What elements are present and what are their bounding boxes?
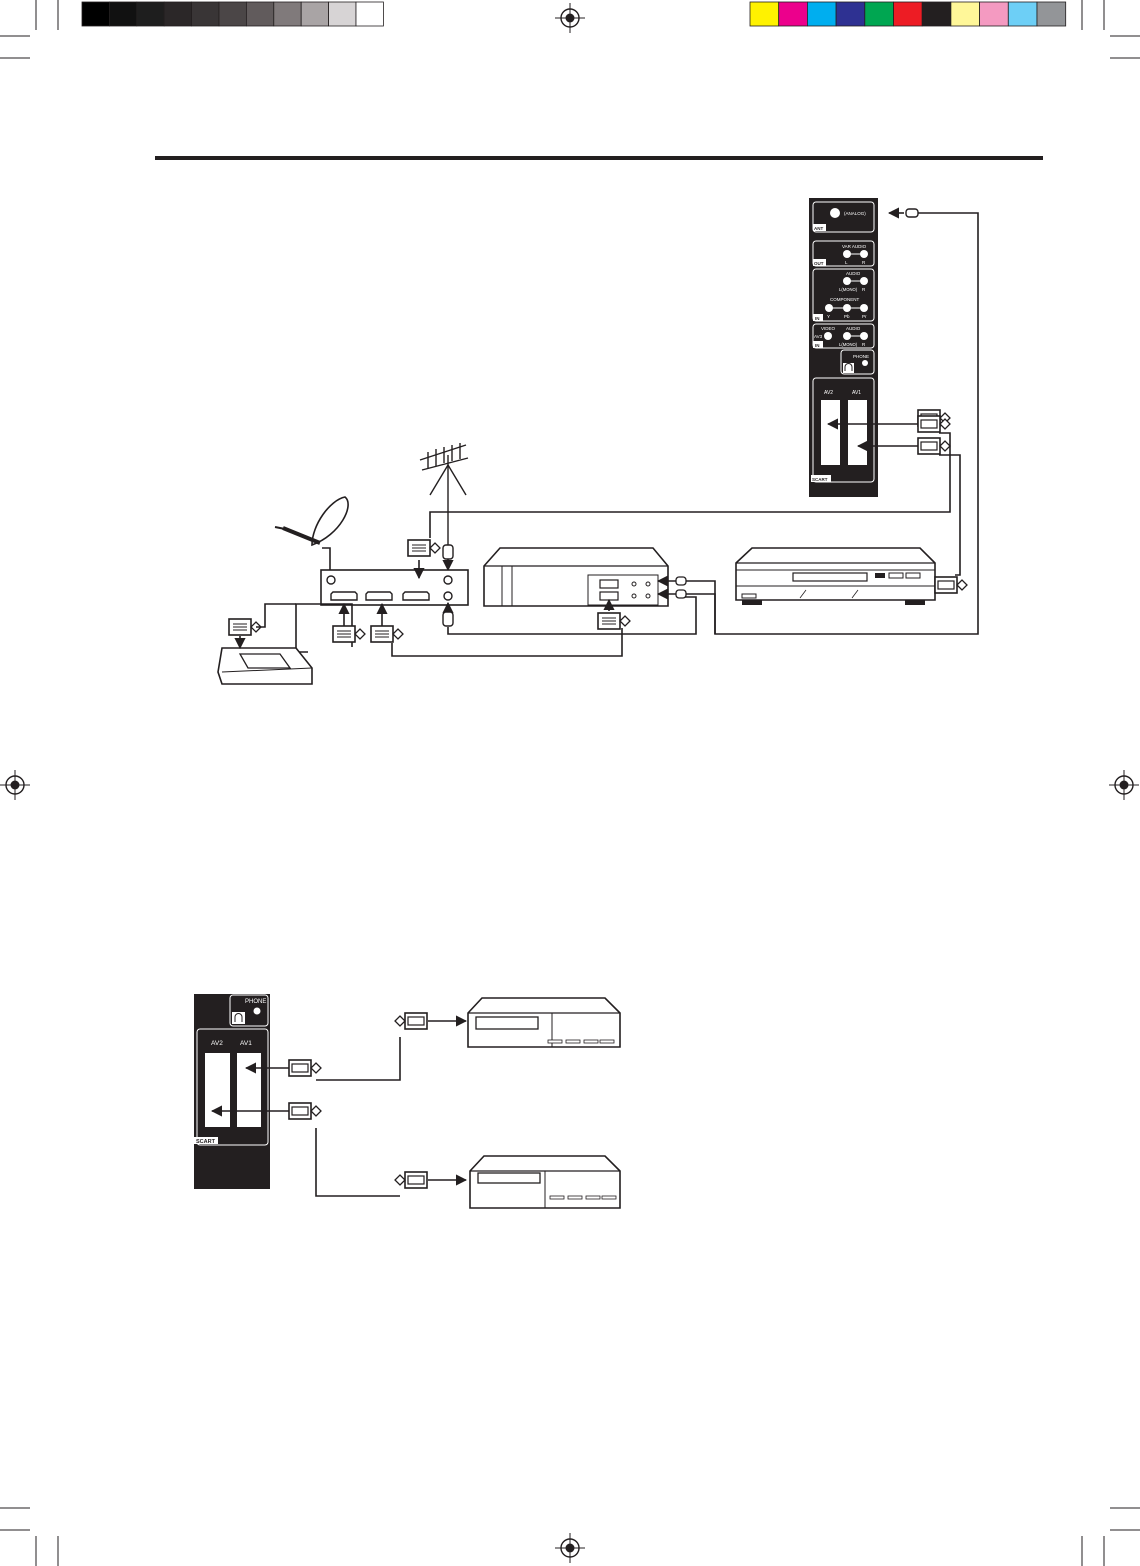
- rf-plug-icon: [443, 545, 453, 559]
- color-swatch: [109, 2, 136, 26]
- av2-scart-socket[interactable]: [821, 400, 840, 465]
- satellite-receiver: [321, 570, 468, 605]
- av1-scart-socket-bottom[interactable]: [237, 1053, 261, 1127]
- pb-label: Pb: [844, 314, 850, 319]
- scart-plug-icon: [395, 1013, 427, 1029]
- av2-scart-socket-bottom[interactable]: [205, 1053, 230, 1127]
- color-swatch: [750, 2, 779, 26]
- phone-label-bottom: PHONE: [245, 999, 266, 1005]
- color-calibration-bar: [750, 2, 1066, 26]
- scart-plug-icon: [289, 1103, 321, 1119]
- var-audio-label: VAR AUDIO: [842, 244, 867, 249]
- audio-lmono-label: L(MONO): [839, 287, 858, 292]
- audio-label: AUDIO: [846, 271, 861, 276]
- av2-label-bottom: AV2: [211, 1040, 223, 1047]
- rf-plug-icon: [676, 590, 686, 598]
- pr-label: Pr: [862, 314, 867, 319]
- color-swatch: [246, 2, 273, 26]
- color-swatch: [164, 2, 191, 26]
- component-label: COMPONENT: [830, 297, 860, 302]
- color-swatch: [1008, 2, 1037, 26]
- ant-label: ANT: [814, 226, 823, 231]
- video-label: VIDEO: [821, 326, 836, 331]
- color-swatch: [192, 2, 219, 26]
- decoder-icon: [218, 648, 312, 684]
- color-swatch: [219, 2, 246, 26]
- tv-rear-panel: (ANALOG) ANT VAR AUDIO L R OUT AUDIO L(M…: [809, 198, 878, 497]
- color-swatch: [951, 2, 980, 26]
- rf-plug-icon: [906, 209, 918, 217]
- tv-rear-panel-bottom: PHONE AV2 AV1 SCART: [194, 994, 270, 1189]
- color-swatch: [980, 2, 1009, 26]
- rf-plug-icon: [443, 612, 453, 626]
- antenna-icon: [420, 443, 468, 545]
- av3-label: AV3: [814, 334, 823, 339]
- color-swatch: [82, 2, 109, 26]
- color-swatch: [836, 2, 865, 26]
- color-swatch: [922, 2, 951, 26]
- satellite-dish-icon: [275, 497, 348, 573]
- scart-plug-icon: [333, 626, 365, 642]
- scart-plug-icon: [289, 1060, 321, 1076]
- color-swatch: [274, 2, 301, 26]
- color-swatch: [807, 2, 836, 26]
- scart-plug-icon: [918, 416, 950, 432]
- color-swatch: [894, 2, 923, 26]
- registration-mark-icon: [1109, 770, 1139, 800]
- scart-plug-icon: [598, 613, 630, 629]
- scart-plug-icon: [918, 438, 950, 454]
- av1-label: AV1: [852, 390, 861, 396]
- scart-plug-icon: [371, 626, 403, 642]
- av3-in-label: IN: [815, 343, 820, 348]
- color-swatch: [779, 2, 808, 26]
- av3-lmono-label: L(MONO): [839, 342, 858, 347]
- av2-label: AV2: [824, 390, 833, 396]
- color-swatch: [137, 2, 164, 26]
- out-label: OUT: [814, 261, 824, 266]
- in-label: IN: [815, 316, 820, 321]
- vcr-icon: [470, 1156, 620, 1208]
- color-swatch: [865, 2, 894, 26]
- vcr-icon: [468, 998, 620, 1047]
- analog-label: (ANALOG): [844, 211, 866, 216]
- color-swatch: [301, 2, 328, 26]
- registration-mark-icon: [555, 1533, 585, 1563]
- scart-label-bottom: SCART: [196, 1139, 216, 1145]
- scart-label: SCART: [812, 477, 828, 482]
- scart-plug-icon: [935, 577, 967, 593]
- y-label: Y: [827, 314, 830, 319]
- av1-label-bottom: AV1: [240, 1040, 252, 1047]
- registration-mark-icon: [0, 770, 30, 800]
- color-swatch: [1037, 2, 1066, 26]
- vcr-icon: [484, 548, 668, 606]
- scart-plug-icon: [395, 1172, 427, 1188]
- av1-scart-socket[interactable]: [848, 400, 867, 465]
- rf-plug-icon: [676, 577, 686, 585]
- color-swatch: [356, 2, 383, 26]
- dvd-player-icon: [736, 548, 935, 605]
- color-swatch: [329, 2, 356, 26]
- grey-calibration-bar: [82, 2, 383, 26]
- av3-audio-label: AUDIO: [846, 326, 861, 331]
- phone-label: PHONE: [853, 354, 869, 359]
- scart-plug-icon: [408, 540, 440, 556]
- registration-mark-icon: [555, 3, 585, 33]
